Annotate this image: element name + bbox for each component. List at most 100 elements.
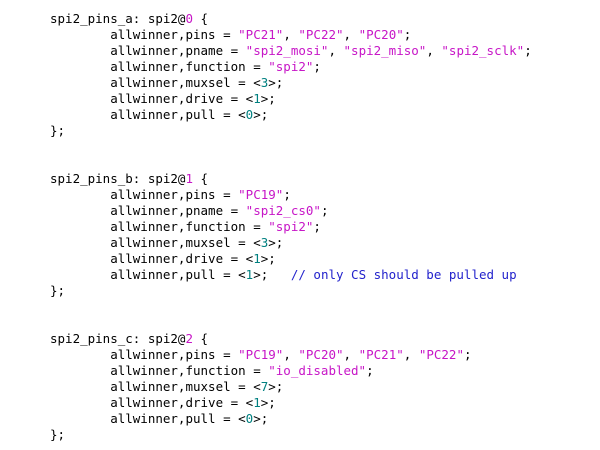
code-token-plain: allwinner,drive = <	[50, 91, 254, 106]
code-token-plain: >;	[268, 235, 284, 250]
code-token-plain: allwinner,pull = <	[50, 267, 246, 282]
code-line: allwinner,function = "spi2";	[50, 219, 600, 235]
code-token-number: 1	[253, 91, 261, 106]
code-token-plain: allwinner,muxsel = <	[50, 235, 261, 250]
code-token-number: 1	[253, 395, 261, 410]
code-token-string: "PC22"	[298, 27, 344, 42]
code-token-plain: spi2_pins_c: spi2@	[50, 331, 186, 346]
code-token-string: "spi2_mosi"	[245, 43, 329, 58]
code-line: };	[50, 427, 600, 443]
code-token-plain: {	[193, 11, 209, 26]
code-token-plain: ;	[366, 363, 374, 378]
code-token-plain: >;	[253, 267, 291, 282]
code-line: allwinner,pname = "spi2_cs0";	[50, 203, 600, 219]
code-token-plain: allwinner,muxsel = <	[50, 379, 261, 394]
code-token-plain: ;	[283, 187, 291, 202]
code-token-plain: spi2_pins_a: spi2@	[50, 11, 186, 26]
code-token-string: "PC19"	[238, 187, 284, 202]
code-token-string: "PC21"	[358, 347, 404, 362]
code-token-plain: };	[50, 283, 66, 298]
code-token-plain: >;	[260, 91, 276, 106]
code-token-plain: allwinner,pins =	[50, 27, 239, 42]
code-line: spi2_pins_c: spi2@2 {	[50, 331, 600, 347]
code-line: allwinner,drive = <1>;	[50, 91, 600, 107]
code-token-plain: allwinner,pull = <	[50, 107, 246, 122]
code-token-plain: allwinner,pull = <	[50, 411, 246, 426]
code-line: allwinner,pins = "PC19";	[50, 187, 600, 203]
code-line: allwinner,muxsel = <3>;	[50, 75, 600, 91]
code-token-string: "PC21"	[238, 27, 284, 42]
code-token-number: 1	[245, 267, 254, 282]
code-token-string: "spi2"	[268, 59, 314, 74]
code-token-plain: ,	[283, 347, 299, 362]
code-token-plain: >;	[268, 379, 284, 394]
code-line: allwinner,drive = <1>;	[50, 251, 600, 267]
code-token-comment: // only CS should be pulled up	[290, 267, 517, 282]
code-line: spi2_pins_a: spi2@0 {	[50, 11, 600, 27]
code-token-string: "PC20"	[298, 347, 344, 362]
code-line: allwinner,pull = <0>;	[50, 107, 600, 123]
code-line	[50, 299, 600, 315]
code-token-plain: allwinner,pname =	[50, 43, 246, 58]
code-line: };	[50, 123, 600, 139]
code-token-plain: ,	[343, 347, 359, 362]
code-token-string: "io_disabled"	[268, 363, 367, 378]
code-line: allwinner,muxsel = <3>;	[50, 235, 600, 251]
code-token-plain: ,	[426, 43, 442, 58]
code-token-plain: >;	[260, 395, 276, 410]
code-line: allwinner,pname = "spi2_mosi", "spi2_mis…	[50, 43, 600, 59]
code-line: allwinner,pins = "PC21", "PC22", "PC20";	[50, 27, 600, 43]
code-token-plain: {	[193, 331, 209, 346]
code-token-unit: 1	[185, 171, 193, 186]
code-token-string: "PC19"	[238, 347, 284, 362]
code-token-plain: };	[50, 427, 66, 442]
code-token-plain: ;	[313, 219, 321, 234]
code-token-plain: ,	[283, 27, 299, 42]
code-token-plain: ;	[320, 203, 329, 218]
code-line: allwinner,pull = <0>;	[50, 411, 600, 427]
code-token-string: "spi2_sclk"	[441, 43, 525, 58]
code-line: spi2_pins_b: spi2@1 {	[50, 171, 600, 187]
code-token-plain: ;	[313, 59, 321, 74]
code-token-plain: ;	[463, 347, 472, 362]
code-token-plain: allwinner,function =	[50, 59, 269, 74]
code-token-number: 1	[253, 251, 261, 266]
code-token-number: 3	[260, 75, 269, 90]
code-token-number: 7	[260, 379, 269, 394]
code-token-plain: >;	[253, 107, 269, 122]
code-token-plain: allwinner,pins =	[50, 347, 239, 362]
code-token-string: "spi2_miso"	[343, 43, 427, 58]
code-token-plain: ,	[343, 27, 359, 42]
code-token-plain: allwinner,muxsel = <	[50, 75, 261, 90]
code-line	[50, 139, 600, 155]
code-token-number: 0	[245, 411, 254, 426]
code-token-number: 0	[245, 107, 254, 122]
code-line	[50, 155, 600, 171]
code-token-plain: allwinner,function =	[50, 363, 269, 378]
code-token-plain: ;	[403, 27, 412, 42]
code-token-number: 3	[260, 235, 269, 250]
code-line: allwinner,function = "spi2";	[50, 59, 600, 75]
code-token-plain: allwinner,drive = <	[50, 395, 254, 410]
code-token-string: "spi2"	[268, 219, 314, 234]
code-token-plain: ,	[403, 347, 419, 362]
code-token-plain: >;	[260, 251, 276, 266]
code-line: allwinner,drive = <1>;	[50, 395, 600, 411]
code-line	[50, 315, 600, 331]
code-token-plain: allwinner,function =	[50, 219, 269, 234]
code-line: allwinner,pins = "PC19", "PC20", "PC21",…	[50, 347, 600, 363]
code-token-plain: ;	[524, 43, 532, 58]
code-token-unit: 2	[185, 331, 193, 346]
code-token-plain: allwinner,pname =	[50, 203, 246, 218]
code-token-plain: allwinner,drive = <	[50, 251, 254, 266]
code-token-plain: spi2_pins_b: spi2@	[50, 171, 186, 186]
code-line: allwinner,pull = <1>; // only CS should …	[50, 267, 600, 283]
code-line: };	[50, 283, 600, 299]
code-token-string: "spi2_cs0"	[245, 203, 321, 218]
code-token-unit: 0	[185, 11, 193, 26]
code-token-string: "PC20"	[358, 27, 404, 42]
code-line: allwinner,function = "io_disabled";	[50, 363, 600, 379]
code-token-plain: ,	[328, 43, 344, 58]
